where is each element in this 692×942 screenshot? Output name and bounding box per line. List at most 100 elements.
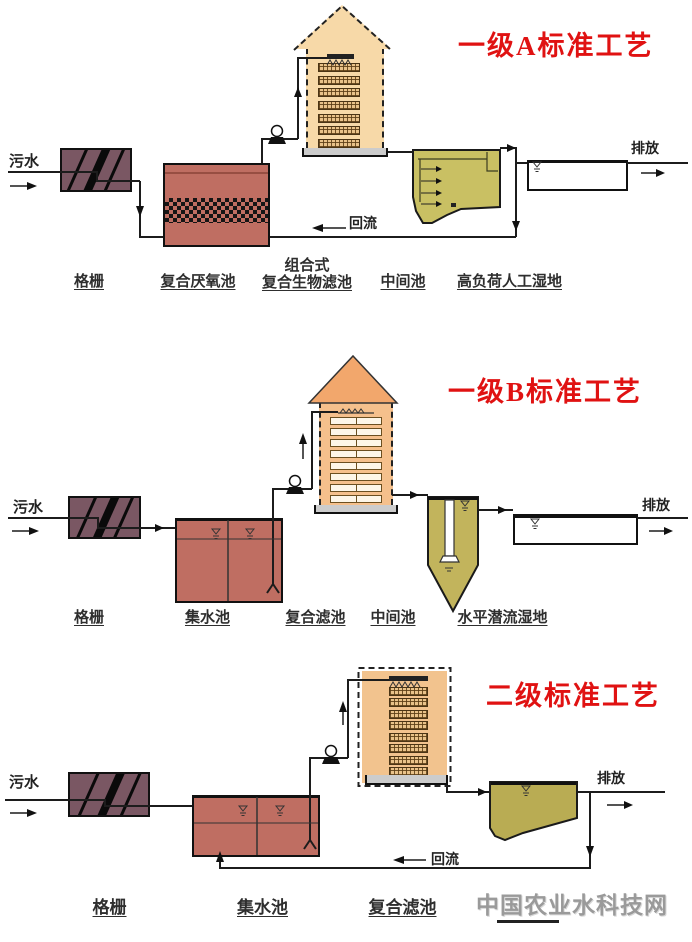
anaerobic-tank-a xyxy=(163,163,270,247)
pump-base-icon xyxy=(322,757,340,764)
wetland-a xyxy=(527,160,628,191)
media-row xyxy=(318,126,360,136)
pump-base-icon xyxy=(286,487,304,494)
effluent-label-a: 排放 xyxy=(631,142,659,157)
down-arrow-head xyxy=(586,846,594,857)
arrows-c xyxy=(10,701,633,864)
right-arrow-head xyxy=(498,506,507,514)
tower-roof-b xyxy=(307,354,399,404)
influent-arrow-head xyxy=(29,527,39,535)
effluent-label-b: 排放 xyxy=(642,499,670,514)
intermediate-funnel-b xyxy=(427,496,479,614)
influent-label-c: 污水 xyxy=(9,775,40,791)
tower-tray-b xyxy=(314,505,398,514)
pump-riser-b xyxy=(311,411,338,489)
influent-arrow-head xyxy=(27,809,37,817)
media-row xyxy=(389,698,428,708)
right-arrow-head xyxy=(624,801,633,809)
up-arrow-head xyxy=(339,701,347,712)
pump-icon xyxy=(324,744,338,758)
label-filter-c: 复合滤池 xyxy=(368,898,437,917)
center-tube-icon xyxy=(444,499,455,557)
pump-riser-a xyxy=(297,57,327,139)
spray-nozzles-icon xyxy=(389,681,421,688)
arrows-b xyxy=(12,433,673,535)
label-intermediate-b: 中间池 xyxy=(370,610,416,626)
intermediate-flow-arrows xyxy=(421,166,456,207)
media-row xyxy=(330,494,382,503)
water-level-icon xyxy=(532,161,542,172)
water-level-icon xyxy=(211,528,221,539)
distributor-b xyxy=(338,408,374,414)
label-screen-b: 格栅 xyxy=(73,610,104,626)
anaerobic-media-band xyxy=(165,198,268,223)
intermediate-internals xyxy=(418,152,498,202)
label-wetland-a: 高负荷人工湿地 xyxy=(456,274,562,290)
distributor-c xyxy=(389,676,428,688)
pump-b xyxy=(286,474,304,494)
recycle-label-a: 回流 xyxy=(349,217,377,232)
label-wetland-b: 水平潜流湿地 xyxy=(457,610,548,626)
influent-pipe-a xyxy=(8,171,140,182)
media-row xyxy=(330,428,382,437)
tank-to-pump-pipe-c xyxy=(309,757,348,840)
title-level1a: 一级A标准工艺 xyxy=(458,31,654,61)
media-row xyxy=(318,75,360,85)
distributor-bar-icon xyxy=(389,676,428,681)
effluent-label-c: 排放 xyxy=(597,772,625,787)
wetland-b xyxy=(513,514,638,545)
label-collection-c: 集水池 xyxy=(237,898,288,917)
media-row xyxy=(318,63,360,72)
collection-tank-b xyxy=(175,518,283,603)
left-arrow-head xyxy=(393,856,404,864)
recycle-pipe-c xyxy=(219,792,591,869)
pipes-b xyxy=(8,411,688,584)
media-row xyxy=(389,721,428,731)
media-row xyxy=(389,687,428,696)
right-arrow-head xyxy=(410,491,419,499)
pump-icon xyxy=(270,124,284,138)
label-collection-b: 集水池 xyxy=(184,610,230,626)
influent-label-b: 污水 xyxy=(13,500,44,516)
media-row xyxy=(318,138,360,148)
tower-dashed-enclosure-c xyxy=(357,667,452,787)
down-arrow-head xyxy=(512,221,520,231)
screen-tank-a xyxy=(60,148,132,192)
influent-label-a: 污水 xyxy=(9,154,40,170)
up-arrow-head xyxy=(299,433,307,444)
pump-icon xyxy=(288,474,302,488)
media-row xyxy=(389,744,428,754)
down-arrow-head xyxy=(136,206,144,217)
tank-to-pump-pipe-b xyxy=(272,488,312,584)
up-arrow-head xyxy=(216,851,224,862)
water-level-icon xyxy=(530,518,540,529)
settling-tank-c xyxy=(489,781,578,842)
right-arrow-head xyxy=(664,527,673,535)
influent-pipe-b xyxy=(8,517,175,529)
title-level1b: 一级B标准工艺 xyxy=(448,377,643,407)
pump-base-icon xyxy=(268,137,286,144)
label-biofilter-line2: 复合生物滤池 xyxy=(261,275,352,292)
tube-flare-icon xyxy=(439,555,460,563)
settling-tank-shape xyxy=(489,781,578,842)
intermediate-tank-a xyxy=(412,149,501,224)
recycle-label-c: 回流 xyxy=(431,853,459,868)
pump-riser-c xyxy=(347,679,389,758)
pipes-c xyxy=(5,679,665,869)
label-biofilter-line1: 组合式 xyxy=(284,258,330,274)
water-level-icon xyxy=(275,805,285,816)
distributor-a xyxy=(326,54,354,66)
media-row xyxy=(330,472,382,481)
tower-tray-a xyxy=(302,148,388,157)
media-row xyxy=(330,461,382,470)
label-anaerobic-a: 复合厌氧池 xyxy=(160,274,236,290)
label-screen-c: 格栅 xyxy=(92,898,127,917)
up-arrow-head xyxy=(294,87,302,97)
collection-tank-c xyxy=(192,795,320,857)
anaerobic-to-pump-pipe-a xyxy=(261,138,298,163)
watermark: 中国农业水科技网 xyxy=(476,892,668,918)
pipes-a xyxy=(8,57,688,238)
right-arrow-head xyxy=(656,169,665,177)
spray-nozzles-icon xyxy=(339,408,365,414)
